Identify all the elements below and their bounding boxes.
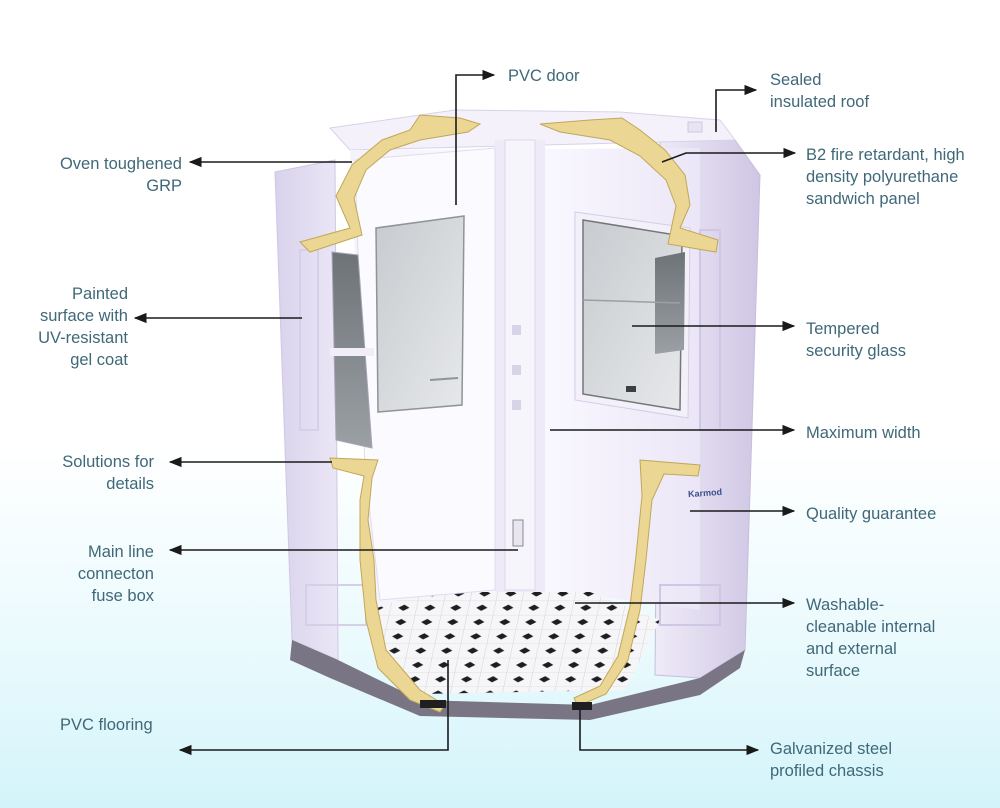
cabin-base <box>290 640 745 720</box>
cabin-illustration <box>274 109 761 720</box>
roof-vent <box>687 121 703 133</box>
door-window <box>375 215 465 413</box>
insulation-left-profile <box>299 114 482 253</box>
leader-lines <box>133 69 797 756</box>
leader-fire-panel <box>661 147 797 163</box>
leader-chassis <box>579 710 760 756</box>
label-pvc-door: PVC door <box>508 67 580 85</box>
label-max-width: Maximum width <box>806 424 921 442</box>
label-pvc-flooring: PVC flooring <box>60 716 153 734</box>
leader-sealed-roof <box>715 84 758 132</box>
insulation-right-profile <box>539 117 719 253</box>
label-quality: Quality guarantee <box>806 505 937 523</box>
chassis-right <box>572 702 592 710</box>
leader-pvc-flooring <box>178 660 449 756</box>
floor-tiles <box>372 592 660 694</box>
chassis-left <box>420 700 446 708</box>
fuse-box <box>512 519 524 547</box>
leader-pvc-door <box>455 69 496 205</box>
insulation-lower-left <box>329 457 446 713</box>
insulation-lower-right <box>573 459 701 707</box>
